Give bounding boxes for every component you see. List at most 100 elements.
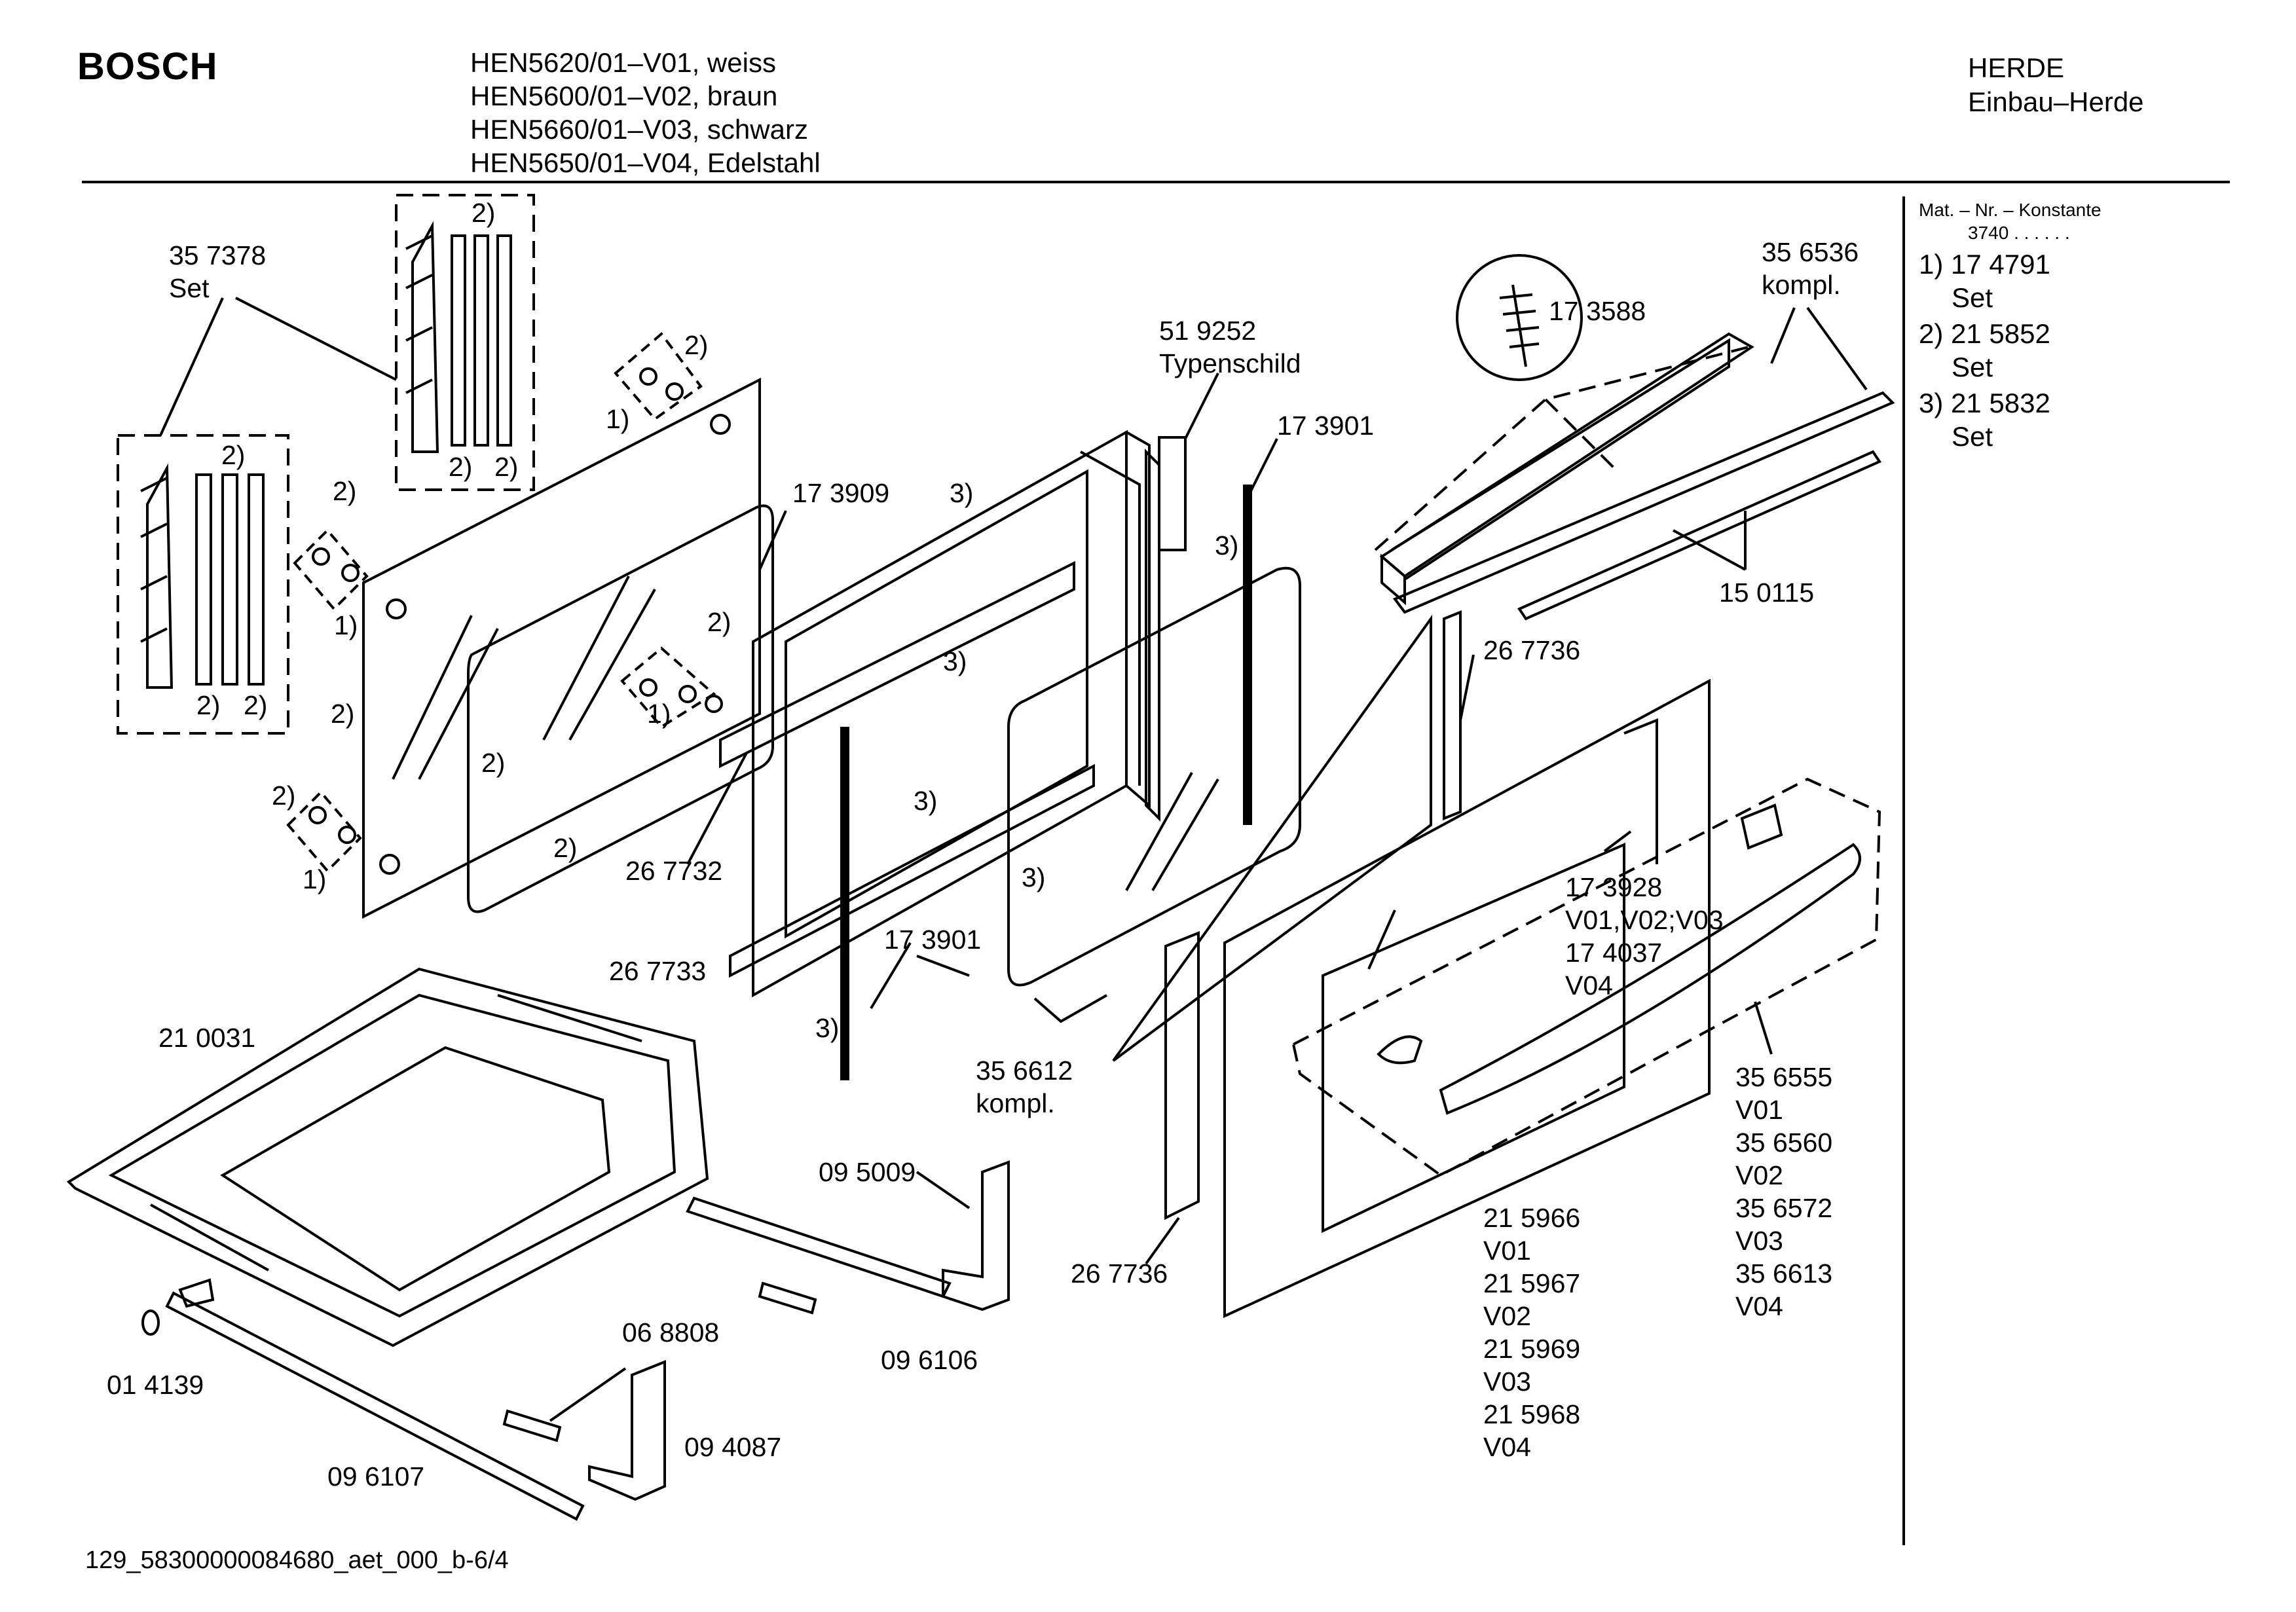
hinge-set-left xyxy=(117,434,289,735)
part-label-173909: 17 3909 xyxy=(792,478,890,508)
part-label-267733: 26 7733 xyxy=(609,956,707,986)
legend-note-suffix: Set xyxy=(1952,352,1993,382)
inner-glass-pane xyxy=(286,332,774,919)
footnote-mark: 3) xyxy=(815,1013,840,1043)
part-label-094087: 09 4087 xyxy=(684,1432,782,1462)
leader-267736-a xyxy=(1459,654,1475,721)
rail-strip-150115-a xyxy=(1392,391,1895,614)
seal-strip-267733 xyxy=(729,763,1095,978)
model-line: HEN5660/01–V03, schwarz xyxy=(470,114,808,145)
leader-150115 xyxy=(1673,511,1747,571)
legend-note-number: 2) 21 5852 xyxy=(1919,318,2050,349)
footnote-mark: 2) xyxy=(221,440,246,470)
legend-note-suffix: Set xyxy=(1952,282,1993,313)
slide-rail-096106 xyxy=(686,1196,952,1298)
model-line: HEN5620/01–V01, weiss xyxy=(470,47,776,78)
slide-rail-096107 xyxy=(165,1291,585,1521)
middle-glass-pane xyxy=(1007,566,1432,1062)
sidebar-divider xyxy=(1902,196,1905,1545)
part-label-095009: 09 5009 xyxy=(819,1157,916,1187)
footnote-mark: 2) xyxy=(449,452,473,482)
header-divider xyxy=(82,181,2230,183)
part-label-173588: 17 3588 xyxy=(1549,296,1646,326)
rail-strip-150115-b xyxy=(1517,450,1881,621)
footnote-mark: 2) xyxy=(244,690,268,720)
footnote-mark: 2) xyxy=(272,780,296,811)
handle-rail-assembly xyxy=(1374,332,1895,621)
clip-068808-b xyxy=(502,1409,562,1442)
screw-173588 xyxy=(1456,254,1583,381)
model-list: HEN5620/01–V01, weiss HEN5600/01–V02, br… xyxy=(470,46,821,179)
leader-356536 xyxy=(1770,306,1868,391)
part-label-267732: 26 7732 xyxy=(625,856,723,886)
bracket-094087 xyxy=(588,1360,666,1501)
door-handle-set xyxy=(1291,777,1881,1177)
footnote-mark: 1) xyxy=(647,699,671,729)
leader-173901-a xyxy=(1246,438,1278,498)
part-label-173901: 17 3901 xyxy=(1277,411,1375,441)
legend-heading: Mat. – Nr. – Konstante xyxy=(1919,200,2102,220)
oven-bottom-tray xyxy=(66,967,709,1347)
brand-logo: BOSCH xyxy=(77,45,218,88)
legend-note-suffix: Set xyxy=(1952,421,1993,452)
spacer-014139 xyxy=(141,1310,160,1336)
footnote-mark: 2) xyxy=(196,690,221,720)
footnote-mark: 2) xyxy=(707,607,731,637)
footnote-mark: 2) xyxy=(553,833,578,863)
footnote-mark: 3) xyxy=(1215,530,1239,560)
footnote-mark: 3) xyxy=(1022,862,1046,892)
part-label-267736: 26 7736 xyxy=(1483,635,1581,665)
exploded-parts-drawing xyxy=(66,194,1895,1521)
footnote-mark: 1) xyxy=(334,610,358,640)
part-label-068808: 06 8808 xyxy=(622,1317,720,1347)
footnote-mark: 2) xyxy=(333,476,357,506)
hinge-set-top xyxy=(395,194,535,491)
leader-095009 xyxy=(916,1171,971,1209)
type-plate xyxy=(1158,436,1187,551)
document-code: 129_58300000084680_aet_000_b-6/4 xyxy=(85,1547,509,1574)
leader-357378 xyxy=(159,297,397,436)
footnote-mark: 3) xyxy=(914,786,938,816)
leader-356612 xyxy=(1033,994,1107,1023)
leader-173909 xyxy=(758,510,787,570)
clip-068808-a xyxy=(758,1281,817,1315)
inner-door-frame xyxy=(719,430,1252,1080)
footnote-mark: 2) xyxy=(481,748,506,778)
part-label-150115: 15 0115 xyxy=(1719,577,1815,608)
bracket-095009 xyxy=(942,1160,1010,1311)
legend-note-number: 3) 21 5832 xyxy=(1919,388,2050,418)
footnote-mark: 2) xyxy=(494,452,519,482)
leader-267736-b xyxy=(1145,1217,1180,1265)
footnote-mark: 1) xyxy=(606,404,630,434)
footnote-mark: 2) xyxy=(472,198,496,228)
part-label-096107: 09 6107 xyxy=(327,1461,425,1492)
profile-strip-267736-b xyxy=(1164,931,1200,1220)
part-label-014139: 01 4139 xyxy=(107,1370,204,1400)
model-line: HEN5650/01–V04, Edelstahl xyxy=(470,147,821,178)
legend-constant: 3740 . . . . . . xyxy=(1968,223,2070,243)
leader-173901-b xyxy=(870,942,970,1010)
category-line: HERDE xyxy=(1968,52,2065,83)
leader-356555 xyxy=(1754,1001,1773,1055)
part-label-267736: 26 7736 xyxy=(1071,1258,1168,1289)
leader-519252 xyxy=(1184,373,1219,439)
seal-strip-267732 xyxy=(719,560,1075,769)
category-title: HERDE Einbau–Herde xyxy=(1968,51,2144,119)
category-line: Einbau–Herde xyxy=(1968,86,2144,117)
footnote-mark: 3) xyxy=(950,478,974,508)
model-line: HEN5600/01–V02, braun xyxy=(470,81,778,111)
leader-068808 xyxy=(549,1367,627,1422)
part-label-210031: 21 0031 xyxy=(158,1023,256,1053)
part-label-096106: 09 6106 xyxy=(881,1345,978,1375)
profile-strip-267736-a xyxy=(1443,610,1462,820)
legend-sidebar: Mat. – Nr. – Konstante 3740 . . . . . . … xyxy=(1919,199,2102,453)
part-label-173901: 17 3901 xyxy=(884,925,982,955)
outer-door-panel xyxy=(1223,678,1711,1319)
